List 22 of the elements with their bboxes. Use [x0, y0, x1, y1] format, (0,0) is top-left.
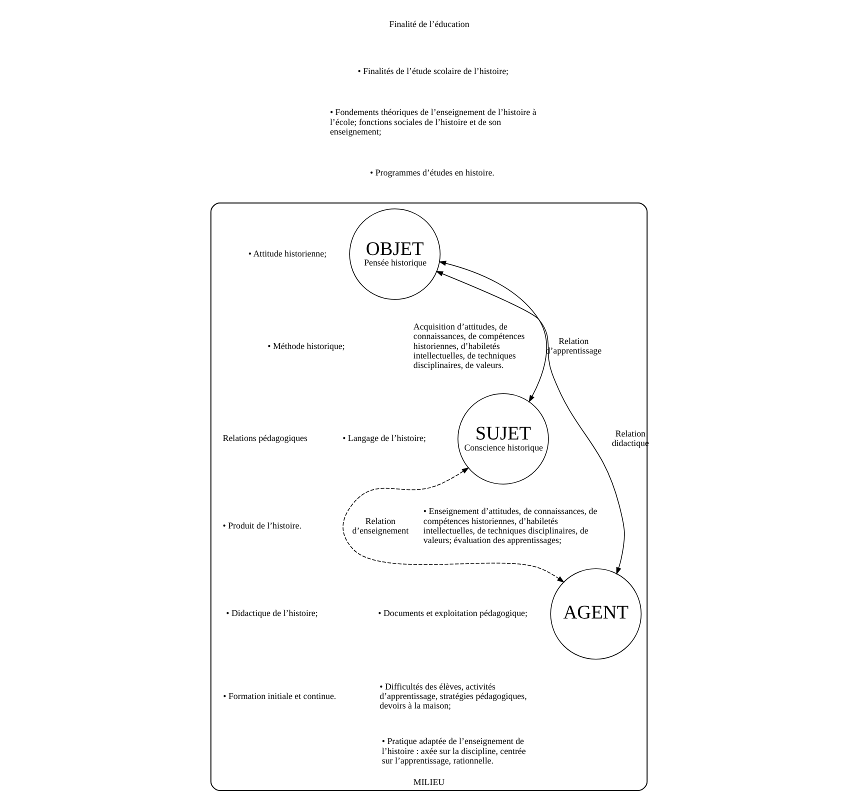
label: • Didactique de l’histoire;	[226, 608, 318, 618]
arrow	[436, 271, 625, 575]
label: • Méthode historique;	[268, 340, 345, 351]
arrow	[342, 467, 565, 583]
label: • Programmes d’études en histoire.	[370, 168, 494, 178]
label: Relations pédagogiques	[222, 433, 308, 444]
edge-label: Relation d’enseignement	[352, 516, 409, 536]
label: • Attitude historienne;	[248, 248, 327, 258]
node-circle: OBJET Pensée historique	[349, 208, 440, 300]
label: • Pratique adaptée de l’enseignement de l’histoire : axée sur la discipline, centrée sur l’apprentissage, rationnelle.	[382, 736, 526, 766]
label: • Difficultés des élèves, activités d’apprentissage, stratégies pédagogiques, devoirs à la maison;	[380, 681, 527, 711]
label: • Finalités de l’étude scolaire de l’histoire;	[358, 66, 509, 76]
node-circle: AGENT	[550, 568, 642, 660]
label: • Fondements théoriques de l’enseignement de l’histoire à l’école; fonctions sociales de l’histoire et de son enseignement;	[330, 107, 536, 136]
label: • Formation initiale et continue.	[223, 690, 336, 701]
arrow	[438, 260, 547, 403]
label: Finalité de l’éducation	[389, 19, 470, 30]
label: • Documents et exploitation pédagogique;	[378, 608, 528, 618]
label: • Langage de l’histoire;	[342, 433, 426, 444]
label: Acquisition d’attitudes, de connaissances, de compétences historiennes, d’habiletés intellectuelles, de techniques disciplinaires, de valeurs.	[413, 322, 525, 370]
label: • Enseignement d’attitudes, de connaissances, de compétences historiennes, d’habiletés intellectuelles, de techniques disciplinaires, de valeurs; évaluation des apprentissages;	[423, 506, 598, 546]
label: • Produit de l’histoire.	[222, 520, 302, 531]
